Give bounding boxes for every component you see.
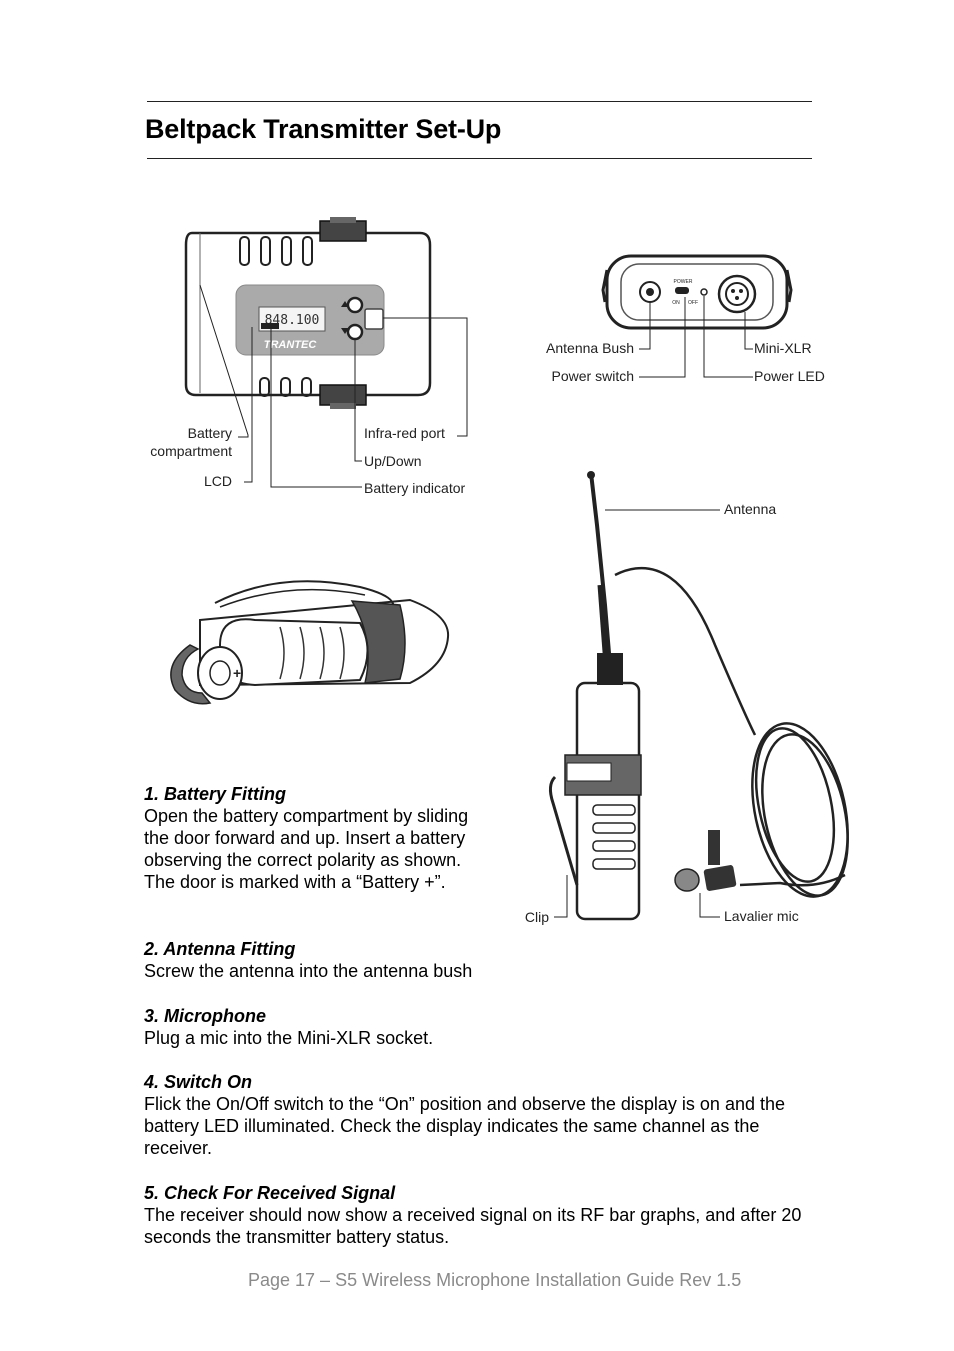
section-heading: 2. Antenna Fitting xyxy=(144,939,296,959)
section-check-signal: 5. Check For Received Signal The receive… xyxy=(144,1182,808,1248)
label-battery-line1: Battery xyxy=(188,425,232,441)
label-antenna: Antenna xyxy=(724,501,776,517)
label-power-switch: Power switch xyxy=(552,368,634,384)
section-antenna-fitting: 2. Antenna Fitting Screw the antenna int… xyxy=(144,938,524,982)
section-body: Plug a mic into the Mini-XLR socket. xyxy=(144,1028,434,1048)
label-battery-indicator: Battery indicator xyxy=(364,480,465,496)
battery-fitting-figure: + xyxy=(170,580,450,705)
section-switch-on: 4. Switch On Flick the On/Off switch to … xyxy=(144,1071,808,1159)
label-mini-xlr: Mini-XLR xyxy=(754,340,812,356)
beltpack-top-figure: POWER ON OFF Antenna Bush Power switch M… xyxy=(546,254,825,384)
brand-logo: TRANTEC xyxy=(264,339,318,351)
label-battery-line2: compartment xyxy=(150,443,232,459)
off-text: OFF xyxy=(688,300,698,306)
title-underline-rule xyxy=(147,158,812,159)
beltpack-side-figure: Antenna Clip Lavalier mic xyxy=(525,471,849,925)
label-infrared-port: Infra-red port xyxy=(364,425,445,441)
page-title: Beltpack Transmitter Set-Up xyxy=(145,114,502,144)
label-power-led: Power LED xyxy=(754,368,825,384)
label-up-down: Up/Down xyxy=(364,453,422,469)
on-text: ON xyxy=(672,300,680,306)
section-battery-fitting: 1. Battery Fitting Open the battery comp… xyxy=(144,783,489,893)
section-body: Open the battery compartment by sliding … xyxy=(144,806,469,892)
section-body: The receiver should now show a received … xyxy=(144,1205,802,1247)
section-heading: 4. Switch On xyxy=(144,1072,253,1092)
section-heading: 3. Microphone xyxy=(144,1006,267,1026)
section-heading: 5. Check For Received Signal xyxy=(144,1183,396,1203)
label-lavalier-mic: Lavalier mic xyxy=(724,908,799,924)
section-heading: 1. Battery Fitting xyxy=(144,784,287,804)
battery-plus-sign: + xyxy=(233,665,241,681)
section-microphone: 3. Microphone Plug a mic into the Mini-X… xyxy=(144,1005,524,1049)
label-clip: Clip xyxy=(525,909,549,925)
beltpack-front-figure: 848.100 TRANTEC Battery compartment LCD … xyxy=(150,217,468,496)
power-text: POWER xyxy=(674,279,693,285)
label-lcd: LCD xyxy=(204,473,232,489)
section-body: Screw the antenna into the antenna bush xyxy=(144,961,473,981)
page-footer: Page 17 – S5 Wireless Microphone Install… xyxy=(248,1270,742,1290)
top-rule xyxy=(147,101,812,102)
section-body: Flick the On/Off switch to the “On” posi… xyxy=(144,1094,786,1158)
label-antenna-bush: Antenna Bush xyxy=(546,340,634,356)
